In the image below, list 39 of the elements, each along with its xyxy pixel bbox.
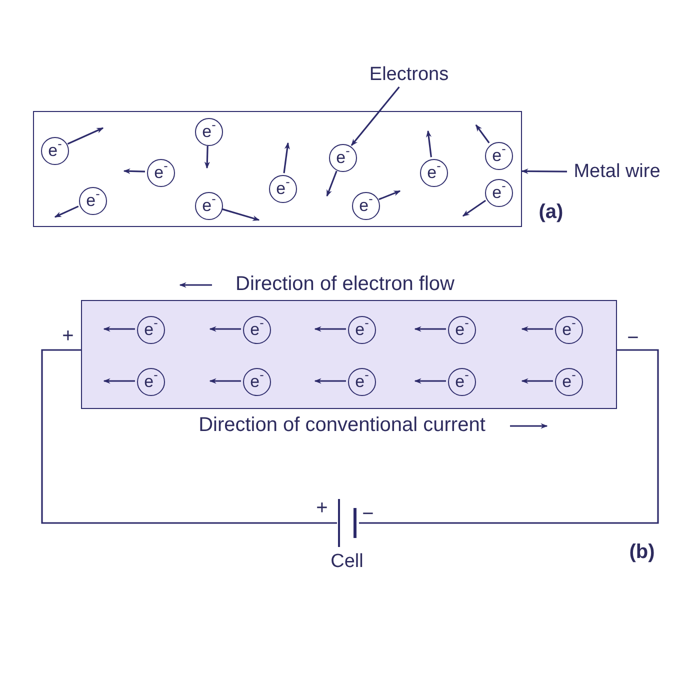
- callout-text: Electrons: [364, 63, 454, 87]
- polarity-sign: −: [361, 502, 375, 526]
- cell-symbol: [337, 498, 359, 548]
- motion-arrow: [103, 326, 135, 332]
- leader-line: [350, 86, 400, 146]
- circuit-wire: [41, 349, 337, 524]
- conductor-bar: [81, 300, 617, 409]
- direction-label: Direction of electron flow: [234, 272, 456, 296]
- motion-arrow: [209, 378, 241, 384]
- motion-arrow: [283, 142, 290, 174]
- motion-arrow: [326, 170, 338, 197]
- motion-arrow: [414, 378, 446, 384]
- motion-arrow: [67, 127, 104, 145]
- motion-arrow: [521, 326, 553, 332]
- direction-label: Direction of conventional current: [198, 413, 486, 437]
- motion-arrow: [314, 378, 346, 384]
- metal-wire-box: [33, 111, 522, 227]
- motion-arrow: [222, 208, 260, 221]
- motion-arrow: [103, 378, 135, 384]
- motion-arrow: [209, 326, 241, 332]
- motion-arrow: [378, 190, 401, 200]
- polarity-sign: +: [315, 496, 329, 520]
- motion-arrow: [462, 200, 486, 217]
- motion-arrow: [123, 168, 146, 174]
- polarity-sign: +: [61, 324, 75, 348]
- panel-label: (b): [628, 540, 656, 564]
- polarity-sign: −: [626, 326, 640, 350]
- cell-caption: Cell: [330, 550, 364, 574]
- motion-arrow: [314, 326, 346, 332]
- motion-arrow: [414, 326, 446, 332]
- leader-line: [521, 168, 567, 174]
- motion-arrow: [204, 146, 210, 169]
- motion-arrow: [475, 124, 490, 144]
- callout-text: Metal wire: [567, 160, 667, 184]
- motion-arrow: [54, 206, 79, 218]
- panel-label: (a): [538, 200, 564, 224]
- motion-arrow: [521, 378, 553, 384]
- motion-arrow: [426, 130, 432, 158]
- circuit-wire: [359, 349, 659, 524]
